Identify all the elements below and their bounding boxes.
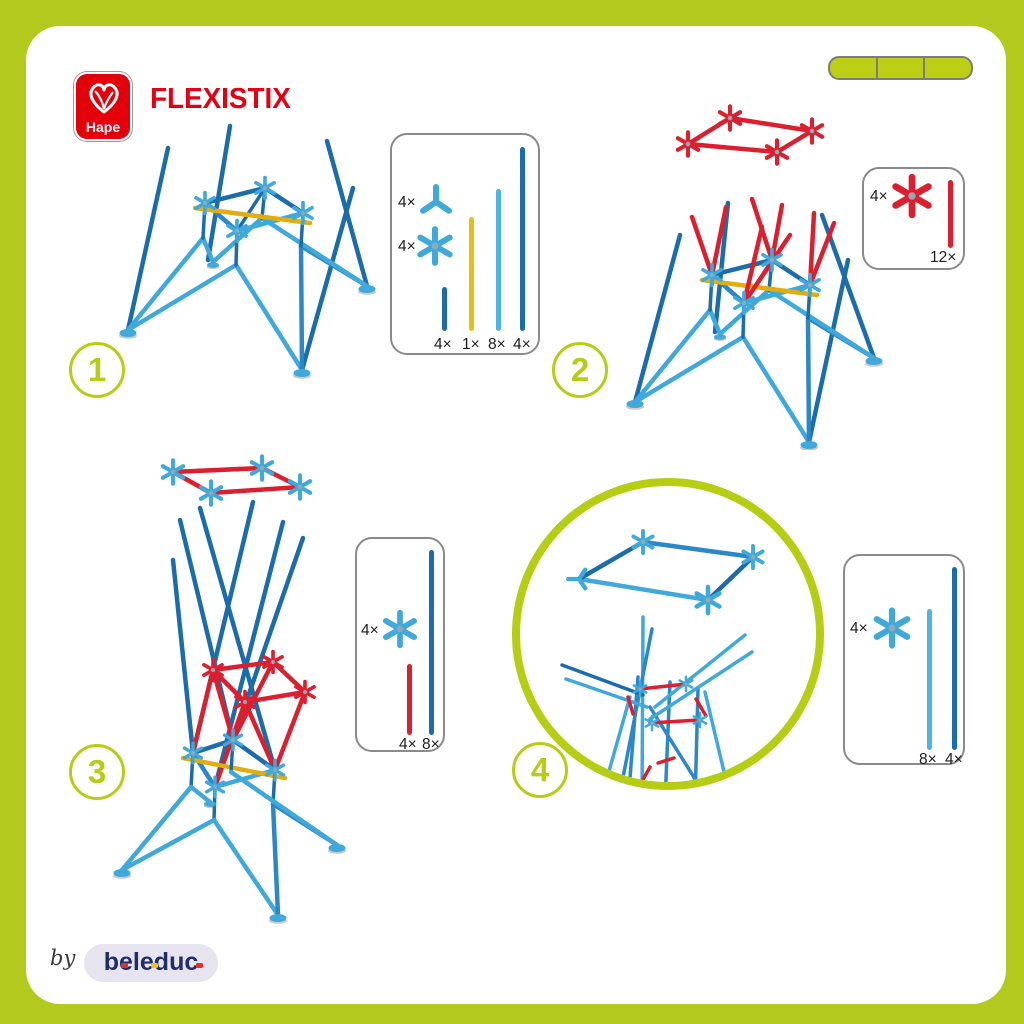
beleduc-letter: d xyxy=(153,948,170,976)
beleduc-letter: u xyxy=(169,948,185,976)
step3-number: 3 xyxy=(87,753,107,790)
footer-by-label: by xyxy=(50,946,76,970)
step1-stick-light-qty: 8× xyxy=(488,336,506,353)
hape-logo-frame xyxy=(78,76,128,137)
page-title: FLEXISTIX xyxy=(150,83,291,115)
beleduc-letter: b xyxy=(103,948,120,976)
star-connector-icon xyxy=(410,221,460,271)
progress-segment xyxy=(875,58,924,78)
step2-number-badge: 2 xyxy=(552,342,608,398)
page-sheet: Hape FLEXISTIX 1 xyxy=(26,26,1006,1004)
hape-logo: Hape xyxy=(74,72,132,141)
step2-stick-red-qty: 12× xyxy=(930,249,957,266)
stick-red xyxy=(948,180,953,248)
stick-yellow xyxy=(469,217,474,331)
beleduc-letter: l xyxy=(132,948,140,976)
step3-star-qty: 4× xyxy=(361,622,379,639)
hape-logo-label: Hape xyxy=(85,119,121,135)
step1-stick-dark-qty: 4× xyxy=(513,336,531,353)
step1-parts-box: 4× 4× 4× 1× 8× 4× xyxy=(390,133,540,355)
step1-number-badge: 1 xyxy=(69,342,125,398)
step2-parts-box: 4× 12× xyxy=(862,167,965,270)
step1-stick-yellow-qty: 1× xyxy=(462,336,480,353)
step2-star-qty: 4× xyxy=(870,188,888,205)
stick-short-dark xyxy=(442,287,447,331)
star-connector-icon xyxy=(377,606,423,652)
step1-star-qty: 4× xyxy=(398,238,416,255)
letter-accent-red xyxy=(121,963,128,968)
stick-dark-blue xyxy=(429,550,434,735)
step4-zoom-illustration xyxy=(512,478,824,790)
step1-number: 1 xyxy=(87,351,107,388)
step4-stick-dark-qty: 4× xyxy=(945,751,963,768)
step3-number-badge: 3 xyxy=(69,744,125,800)
step1-stick-short-qty: 4× xyxy=(434,336,452,353)
step3-parts-box: 4× 4× 8× xyxy=(355,537,445,753)
step3-stick-red-qty: 4× xyxy=(399,736,417,753)
step2-number: 2 xyxy=(570,351,590,388)
beleduc-letter: e xyxy=(119,948,133,976)
beleduc-letter: c xyxy=(184,948,199,976)
stick-dark-blue xyxy=(952,567,957,750)
step3-stick-dark-qty: 8× xyxy=(422,736,440,753)
progress-segment xyxy=(923,58,971,78)
step2-structure-illustration xyxy=(626,95,883,450)
letter-accent-red xyxy=(196,963,203,968)
step4-parts-box: 4× 8× 4× xyxy=(843,554,965,768)
stick-red xyxy=(407,664,412,735)
step1-tripod-qty: 4× xyxy=(398,194,416,211)
beleduc-logo-text: beleduc xyxy=(84,948,218,977)
step4-stick-light-qty: 8× xyxy=(919,751,937,768)
hape-heart-icon xyxy=(89,83,119,114)
tripod-connector-icon xyxy=(414,180,458,224)
star-connector-icon xyxy=(866,602,918,654)
stick-dark-blue xyxy=(520,147,525,331)
step1-structure-illustration xyxy=(119,123,376,379)
letter-accent-yellow xyxy=(151,963,158,968)
step3-structure-illustration xyxy=(113,440,346,924)
step4-number: 4 xyxy=(530,751,550,788)
stick-light-blue xyxy=(496,189,501,331)
star-connector-icon xyxy=(886,170,938,222)
stick-light-blue xyxy=(927,609,932,750)
beleduc-letter: e xyxy=(139,948,154,976)
step4-star-qty: 4× xyxy=(850,620,868,637)
step4-number-badge: 4 xyxy=(512,742,568,798)
beleduc-logo: beleduc xyxy=(84,944,218,982)
progress-segment xyxy=(830,58,876,78)
progress-bar xyxy=(828,56,973,80)
